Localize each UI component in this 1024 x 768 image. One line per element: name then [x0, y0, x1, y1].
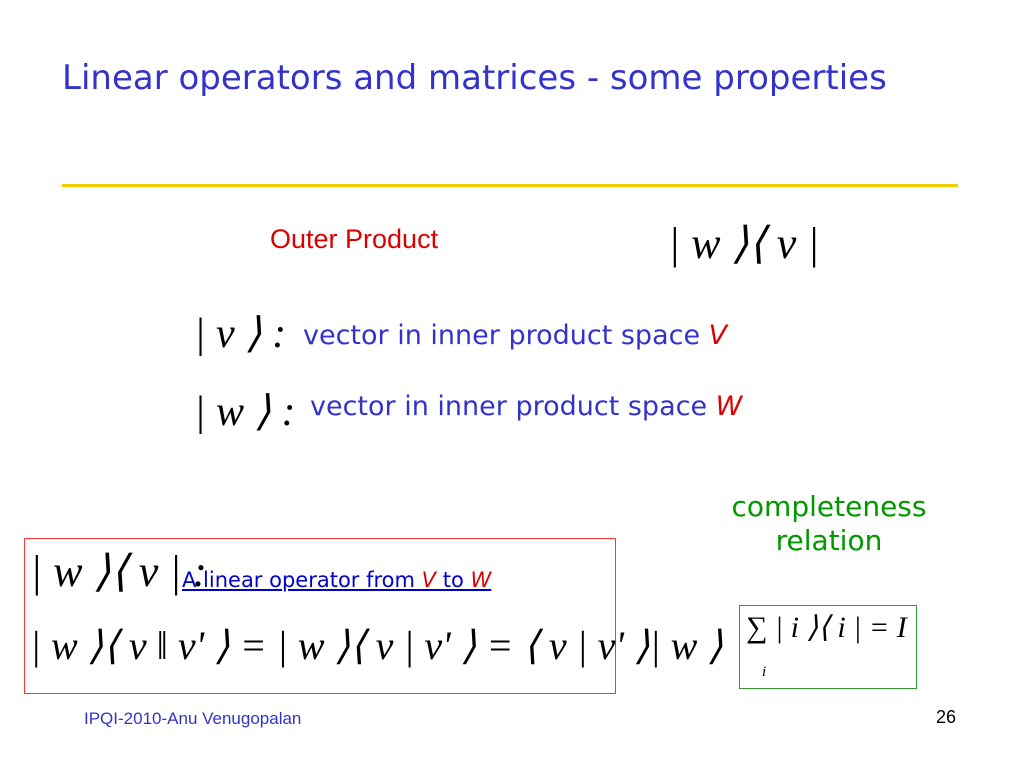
operator-to-space: W	[470, 568, 492, 592]
operator-text-mid: to	[436, 568, 471, 592]
ket-v-formula: | v ⟩ :	[194, 311, 287, 357]
space-w-label: W	[715, 391, 743, 422]
slide-title: Linear operators and matrices - some pro…	[62, 58, 887, 98]
completeness-label: completeness relation	[731, 490, 927, 557]
linear-operator-box	[24, 538, 616, 694]
operator-text-pre: A linear operator from	[182, 568, 422, 592]
ket-w-description: vector in inner product space W	[310, 391, 742, 422]
linear-operator-link[interactable]: A linear operator from V to W	[182, 568, 491, 592]
linear-operator-formula: | w ⟩⟨ v | :	[30, 547, 208, 596]
linear-operator-equation: | w ⟩⟨ v ‖ v' ⟩ = | w ⟩⟨ v | v' ⟩ = ⟨ v …	[30, 623, 723, 668]
page-number: 26	[936, 707, 957, 727]
operator-from-space: V	[421, 568, 437, 592]
outer-product-formula: | w ⟩⟨ v |	[668, 219, 820, 268]
ket-v-description-text: vector in inner product space	[303, 320, 709, 351]
ket-w-description-text: vector in inner product space	[310, 391, 716, 422]
ket-v-description: vector in inner product space V	[303, 320, 727, 351]
completeness-formula: ∑ | i ⟩⟨ i | = I	[746, 611, 907, 644]
slide-footer: IPQI-2010-Anu Venugopalan	[84, 709, 302, 728]
ket-w-formula: | w ⟩ :	[194, 389, 296, 435]
completeness-sum-index: i	[762, 664, 767, 680]
outer-product-label: Outer Product	[270, 224, 439, 254]
space-v-label: V	[708, 320, 728, 351]
completeness-box	[739, 605, 917, 689]
title-divider	[62, 184, 958, 187]
